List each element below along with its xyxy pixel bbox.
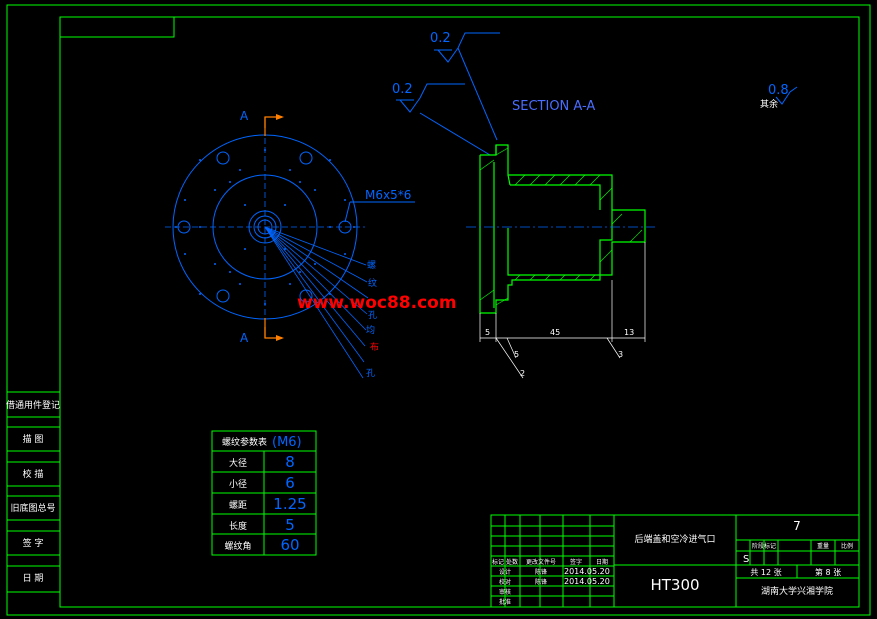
weight-label: 重量 [817,542,829,550]
leader-label: 孔 [368,310,377,321]
title-block: 后端盖和空冷进气口 HT300 7 阶段标记 重量 比例 S 共 12 张 第 … [490,514,860,608]
dimension-value: 5 [485,328,490,337]
param-label: 大径 [229,457,247,469]
sign-date: 2014.05.20 [564,567,610,576]
side-panel: 借通用件登记 描 图 校 描 旧底图总号 签 字 日 期 [6,399,60,584]
roughness-symbol [396,32,500,156]
param-table-header: 螺纹参数表 [222,436,267,448]
leader-label: 孔 [366,368,375,379]
roughness-value: 0.2 [430,31,451,46]
section-view: SECTION A-A 0.2 0.2 [392,31,655,379]
leader-label: 布 [370,341,379,353]
section-cut-marks [264,116,282,339]
drawing-number: 7 [793,519,801,533]
school-name: 湖南大学兴湘学院 [761,585,833,597]
watermark: www.woc88.com [297,293,457,313]
drawing-frame [6,4,871,616]
sign-name: 陈锋 [535,578,547,586]
other-roughness-value: 0.8 [768,83,789,98]
hatch-lines [479,147,643,306]
front-view: A A M6x5*6 螺 纹 孔 均 布 孔 [165,109,415,379]
param-label: 小径 [229,478,247,490]
leader-label: 纹 [368,277,377,289]
stage-mark-label: 阶段标记 [752,542,776,550]
other-roughness-label: 其余 [760,98,778,110]
leader-number: 3 [618,350,623,359]
leader-number: 2 [520,369,525,378]
leader-label: 螺 [367,260,376,271]
sign-role: 审核 [499,588,511,596]
material: HT300 [650,576,699,594]
bolt-hole [216,289,230,303]
side-panel-label: 校 描 [23,468,44,480]
leader-fan [264,226,369,379]
title-row-label: 签字 [570,558,582,566]
dimension-value: 13 [624,328,634,337]
param-label: 螺距 [229,500,247,511]
section-mark-bottom: A [240,331,249,345]
title-row-label: 更改文件号 [526,558,556,566]
side-panel-label: 旧底图总号 [10,502,55,514]
section-title: SECTION A-A [512,99,595,114]
scale-label: 比例 [841,542,853,550]
side-panel-label: 描 图 [23,433,44,445]
title-row-label: 处数 [506,558,518,566]
bolt-hole [299,151,313,165]
sign-role: 批准 [499,598,511,606]
bolt-hole [216,151,230,165]
thread-label: M6x5*6 [365,188,411,202]
other-roughness: 0.8 其余 [760,83,798,110]
sign-role: 设计 [499,568,511,576]
param-value: 1.25 [273,495,306,513]
title-row-label: 标记 [492,558,504,566]
param-value: 6 [285,474,295,492]
sign-name: 陈锋 [535,568,547,576]
side-panel-label: 借通用件登记 [6,399,60,411]
param-value: 5 [285,516,295,534]
sign-date: 2014.05.20 [564,577,610,586]
dimension-value: 45 [550,328,560,337]
dimension-lines [479,242,646,379]
roughness-value: 0.2 [392,82,413,97]
leader-label: 均 [366,324,375,336]
side-panel-label: 签 字 [23,537,44,549]
part-profile [479,144,646,314]
sign-role: 校对 [499,578,511,586]
part-name: 后端盖和空冷进气口 [634,533,715,545]
stage-value: S [743,554,749,565]
pattern-dots [175,149,355,305]
param-label: 长度 [229,520,247,532]
sheet-total: 共 12 张 [750,568,781,577]
title-row-label: 日期 [596,558,608,566]
param-label: 螺纹角 [224,540,251,552]
sheet-number: 第 8 张 [815,567,841,577]
param-table: 螺纹参数表 (M6) 大径 小径 螺距 长度 螺纹角 8 6 1.25 5 60 [211,430,317,556]
param-table-header-value: (M6) [272,435,302,450]
param-value: 8 [285,453,295,471]
section-mark-top: A [240,109,249,123]
param-value: 60 [280,536,299,554]
leader-number: 5 [514,350,519,359]
side-panel-label: 日 期 [23,573,44,584]
